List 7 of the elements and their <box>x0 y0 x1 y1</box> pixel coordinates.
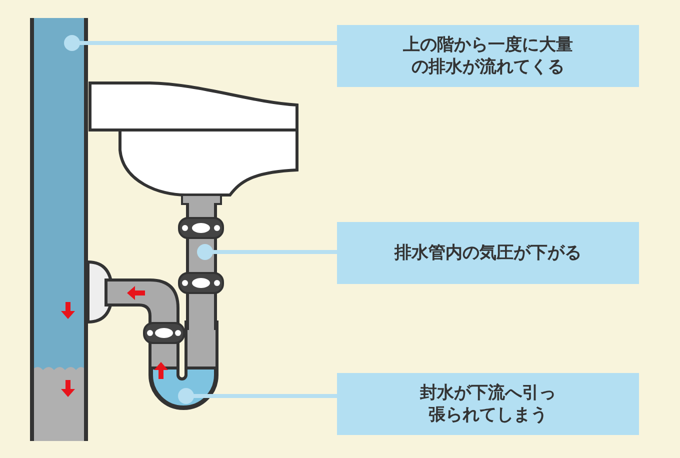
leader-line <box>64 35 337 51</box>
stack-pipe <box>30 18 88 441</box>
leader-line <box>197 244 337 260</box>
callout-box: 排水管内の気圧が下がる <box>337 222 639 284</box>
callout-box: 上の階から一度に大量の排水が流れてくる <box>337 25 639 87</box>
leader-line <box>178 388 337 404</box>
callout-box: 封水が下流へ引っ張られてしまう <box>337 373 639 435</box>
